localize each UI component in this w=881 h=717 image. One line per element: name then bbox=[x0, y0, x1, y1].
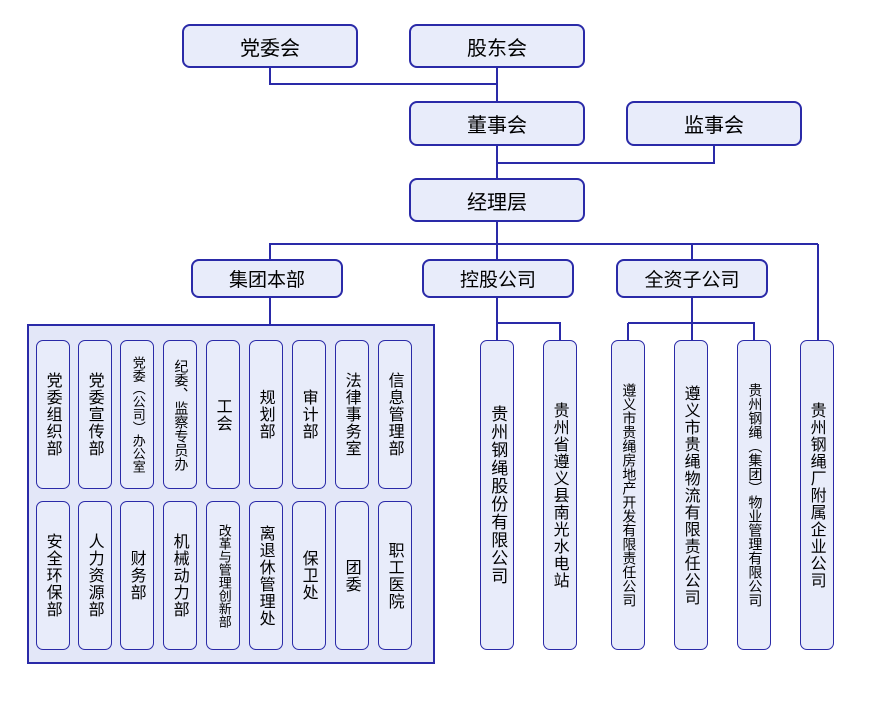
dept-safety-environment: 安全环保部 bbox=[36, 501, 70, 650]
dept-party-publicity: 党委宣传部 bbox=[78, 340, 112, 489]
management-box: 经理层 bbox=[409, 178, 585, 222]
party-committee-box: 党委会 bbox=[182, 24, 358, 68]
dept-discipline-supervision: 纪委、监察专员办 bbox=[163, 340, 197, 489]
company-guisheng-real-estate: 遵义市贵绳房地产开发有限责任公司 bbox=[611, 340, 645, 650]
dept-staff-hospital: 职工医院 bbox=[378, 501, 412, 650]
holding-box: 控股公司 bbox=[422, 259, 574, 298]
company-guisheng-logistics: 遵义市贵绳物流有限责任公司 bbox=[674, 340, 708, 650]
dept-retirees-management: 离退休管理处 bbox=[249, 501, 283, 650]
dept-audit: 审计部 bbox=[292, 340, 326, 489]
dept-planning: 规划部 bbox=[249, 340, 283, 489]
board-label: 董事会 bbox=[467, 113, 527, 137]
dept-reform-innovation: 改革与管理创新部 bbox=[206, 501, 240, 650]
company-guizhou-steel-rope-shares: 贵州钢绳股份有限公司 bbox=[480, 340, 514, 650]
company-nanguang-hydropower: 贵州省遵义县南光水电站 bbox=[543, 340, 577, 650]
management-label: 经理层 bbox=[467, 189, 527, 214]
dept-party-office: 党委（公司）办公室 bbox=[120, 340, 154, 489]
dept-security: 保卫处 bbox=[292, 501, 326, 650]
dept-finance: 财务部 bbox=[120, 501, 154, 650]
dept-human-resources: 人力资源部 bbox=[78, 501, 112, 650]
holding-label: 控股公司 bbox=[459, 269, 536, 291]
dept-party-organization: 党委组织部 bbox=[36, 340, 70, 489]
wholly-owned-label: 全资子公司 bbox=[644, 269, 740, 291]
supervisors-box: 监事会 bbox=[626, 101, 802, 146]
dept-youth-league: 团委 bbox=[335, 501, 369, 650]
wholly-owned-box: 全资子公司 bbox=[616, 259, 768, 298]
shareholders-box: 股东会 bbox=[409, 24, 585, 68]
dept-mechanical-power: 机械动力部 bbox=[163, 501, 197, 650]
dept-information-management: 信息管理部 bbox=[378, 340, 412, 489]
dept-legal-affairs: 法律事务室 bbox=[335, 340, 369, 489]
board-box: 董事会 bbox=[409, 101, 585, 146]
headquarters-box: 集团本部 bbox=[191, 259, 343, 298]
dept-trade-union: 工会 bbox=[206, 340, 240, 489]
company-property-management: 贵州钢绳（集团）物业管理有限公司 bbox=[737, 340, 771, 650]
party-committee-label: 党委会 bbox=[240, 35, 300, 60]
company-affiliated-enterprises: 贵州钢绳厂附属企业公司 bbox=[800, 340, 834, 650]
shareholders-label: 股东会 bbox=[467, 35, 527, 60]
headquarters-label: 集团本部 bbox=[228, 269, 305, 291]
supervisors-label: 监事会 bbox=[684, 113, 744, 137]
